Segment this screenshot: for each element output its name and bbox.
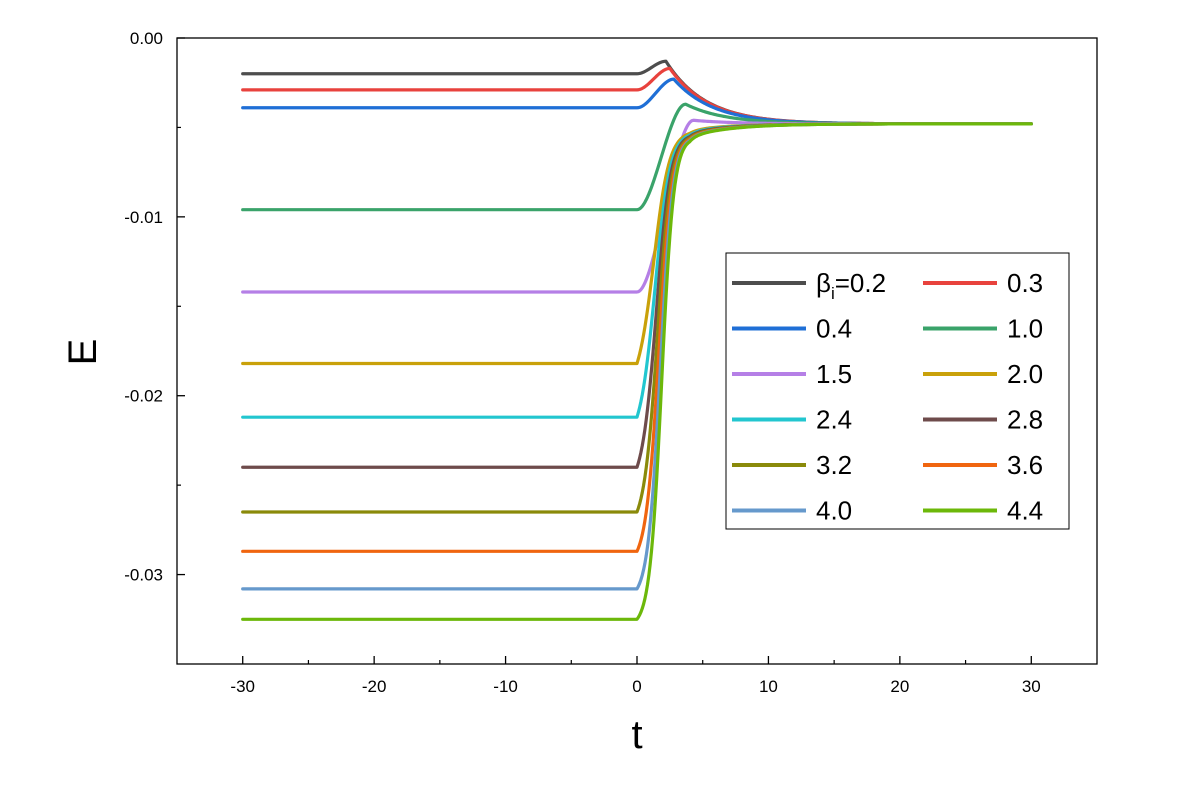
x-tick-label: -20 <box>362 677 387 696</box>
legend-label: 4.4 <box>1007 496 1043 526</box>
x-tick-label: 30 <box>1022 677 1041 696</box>
y-tick-label: -0.03 <box>124 566 163 585</box>
legend-label: 2.4 <box>816 405 852 435</box>
x-tick-label: 0 <box>632 677 641 696</box>
y-tick-label: 0.00 <box>130 29 163 48</box>
legend-label: 2.0 <box>1007 359 1043 389</box>
y-tick-label: -0.02 <box>124 387 163 406</box>
x-tick-label: 20 <box>890 677 909 696</box>
legend-label: 0.3 <box>1007 268 1043 298</box>
series-layer <box>241 59 1033 621</box>
series-line-4-4 <box>241 122 1033 621</box>
y-axis-title: E <box>61 339 105 366</box>
legend-label: βi=0.2 <box>816 268 886 303</box>
legend-label: 0.4 <box>816 314 852 344</box>
x-tick-label: -10 <box>493 677 518 696</box>
x-tick-label: -30 <box>230 677 255 696</box>
legend-label: 3.6 <box>1007 450 1043 480</box>
legend-label: 4.0 <box>816 496 852 526</box>
legend-box <box>725 252 1070 530</box>
legend: βi=0.2 0.3 0.4 1.0 1.5 2.0 2.4 2.8 3.2 3.6 4.0 4.4 <box>725 252 1070 530</box>
x-axis-title: t <box>631 713 642 757</box>
legend-label: 2.8 <box>1007 405 1043 435</box>
y-tick-label: -0.01 <box>124 208 163 227</box>
legend-label: 1.0 <box>1007 314 1043 344</box>
legend-label: 1.5 <box>816 359 852 389</box>
legend-label: 3.2 <box>816 450 852 480</box>
tick-layer: -30 -20 -10 0 10 20 30 0.00 -0.01 -0.02 -0.03 <box>124 29 1040 696</box>
x-tick-label: 10 <box>759 677 778 696</box>
